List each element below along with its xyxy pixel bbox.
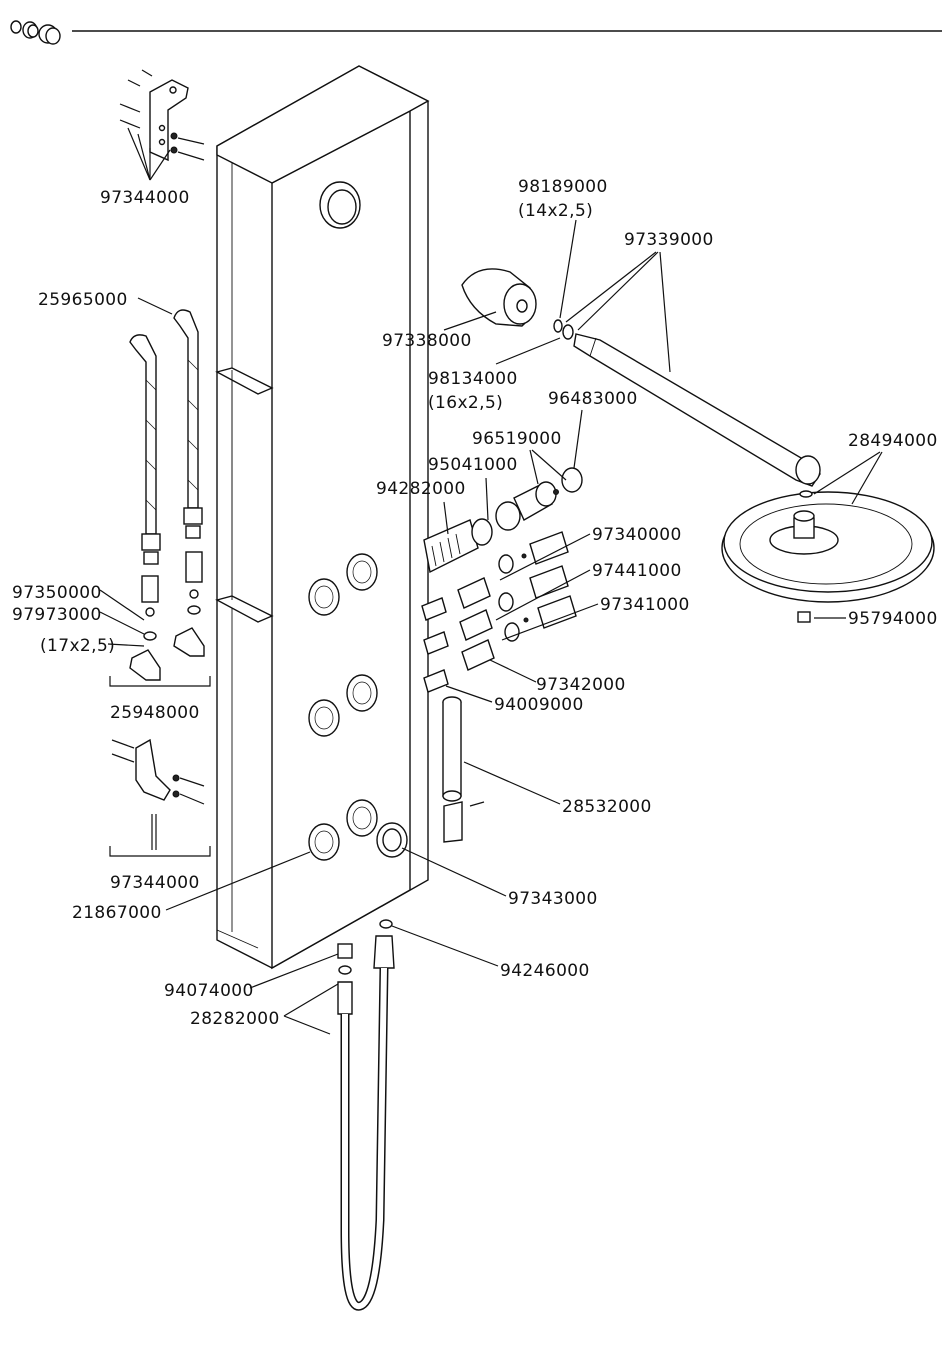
washer-94246000 [380,920,392,928]
label-98134000-size: (16x2,5) [428,393,503,413]
label-97338000: 97338000 [382,331,472,351]
label-97343000: 97343000 [508,889,598,909]
label-28532000: 28532000 [562,797,652,817]
washer-28494000 [800,491,812,497]
label-21867000: 21867000 [72,903,162,923]
nut-94074000 [338,944,352,958]
elbow-connectors [130,552,204,680]
label-98189000-size: (14x2,5) [518,201,593,221]
overhead-shower [722,491,934,622]
label-94009000: 94009000 [494,695,584,715]
label-97340000: 97340000 [592,525,682,545]
label-17x25: (17x2,5) [40,636,115,656]
label-97344000-top: 97344000 [100,188,190,208]
label-97339000: 97339000 [624,230,714,250]
shower-arm [574,334,820,486]
label-94246000: 94246000 [500,961,590,981]
mounting-bracket-top [120,70,204,180]
mounting-bracket-bottom [112,740,204,850]
label-94074000: 94074000 [164,981,254,1001]
outlet-cover [462,269,536,326]
label-98189000: 98189000 [518,177,608,197]
shower-panel [217,66,428,968]
o-ring-98189000 [554,320,562,332]
label-97973000: 97973000 [12,605,102,625]
label-96483000: 96483000 [548,389,638,409]
label-25948000: 25948000 [110,703,200,723]
label-28282000: 28282000 [190,1009,280,1029]
label-25965000: 25965000 [38,290,128,310]
label-97341000: 97341000 [600,595,690,615]
label-97350000: 97350000 [12,583,102,603]
supply-hoses [130,310,202,564]
label-97342000: 97342000 [536,675,626,695]
header-seal-icon [11,21,60,44]
label-97441000: 97441000 [592,561,682,581]
shower-hose [338,936,394,1306]
label-98134000: 98134000 [428,369,518,389]
label-96519000: 96519000 [472,429,562,449]
label-97344000-bottom: 97344000 [110,873,200,893]
label-28494000: 28494000 [848,431,938,451]
label-95041000: 95041000 [428,455,518,475]
o-ring-98134000 [563,325,573,339]
hand-shower [443,697,484,842]
label-94282000: 94282000 [376,479,466,499]
label-95794000: 95794000 [848,609,938,629]
